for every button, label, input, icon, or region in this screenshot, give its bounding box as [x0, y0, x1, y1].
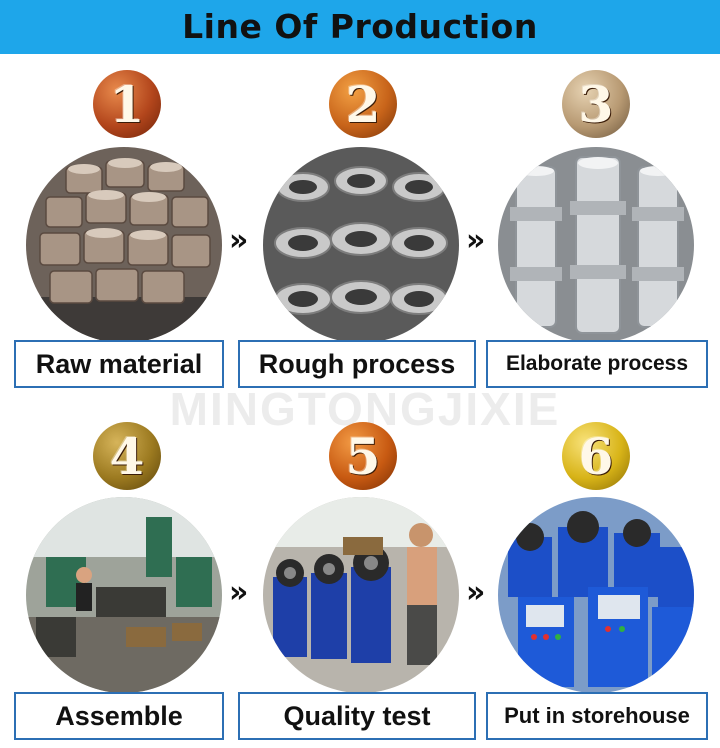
step-1-label: Raw material — [14, 340, 224, 388]
step-6-number: 6 — [578, 426, 614, 486]
step-1-number: 1 — [109, 74, 145, 134]
step-2-label: Rough process — [238, 340, 476, 388]
step-4-photo — [26, 497, 222, 693]
arrow-4-to-5: » — [229, 575, 249, 610]
step-2-badge: 2 — [329, 70, 397, 138]
step-5-label: Quality test — [238, 692, 476, 740]
step-2-label-text: Rough process — [258, 348, 456, 379]
step-6-label: Put in storehouse — [486, 692, 708, 740]
arrow-5-to-6: » — [466, 575, 486, 610]
step-3-label: Elaborate process — [486, 340, 708, 388]
step-4-number: 4 — [109, 426, 145, 486]
step-1-photo — [26, 147, 222, 343]
step-3-label-text: Elaborate process — [505, 352, 689, 375]
step-6-label-text: Put in storehouse — [504, 703, 690, 728]
step-4-label: Assemble — [14, 692, 224, 740]
step-1-label-text: Raw material — [35, 348, 203, 379]
step-4-label-text: Assemble — [55, 700, 183, 731]
step-4-badge: 4 — [93, 422, 161, 490]
step-3-photo — [498, 147, 694, 343]
step-6-badge: 6 — [562, 422, 630, 490]
step-2-photo — [263, 147, 459, 343]
header-banner: Line Of Production — [0, 0, 720, 54]
step-6-photo — [498, 497, 694, 693]
step-1-badge: 1 — [93, 70, 161, 138]
step-5-label-text: Quality test — [283, 700, 431, 731]
arrow-2-to-3: » — [466, 223, 486, 258]
step-5-number: 5 — [345, 426, 381, 486]
step-5-photo — [263, 497, 459, 693]
page-title: Line Of Production — [182, 7, 538, 46]
step-3-badge: 3 — [562, 70, 630, 138]
step-2-number: 2 — [345, 74, 381, 134]
step-3-number: 3 — [578, 74, 614, 134]
arrow-1-to-2: » — [229, 223, 249, 258]
step-5-badge: 5 — [329, 422, 397, 490]
